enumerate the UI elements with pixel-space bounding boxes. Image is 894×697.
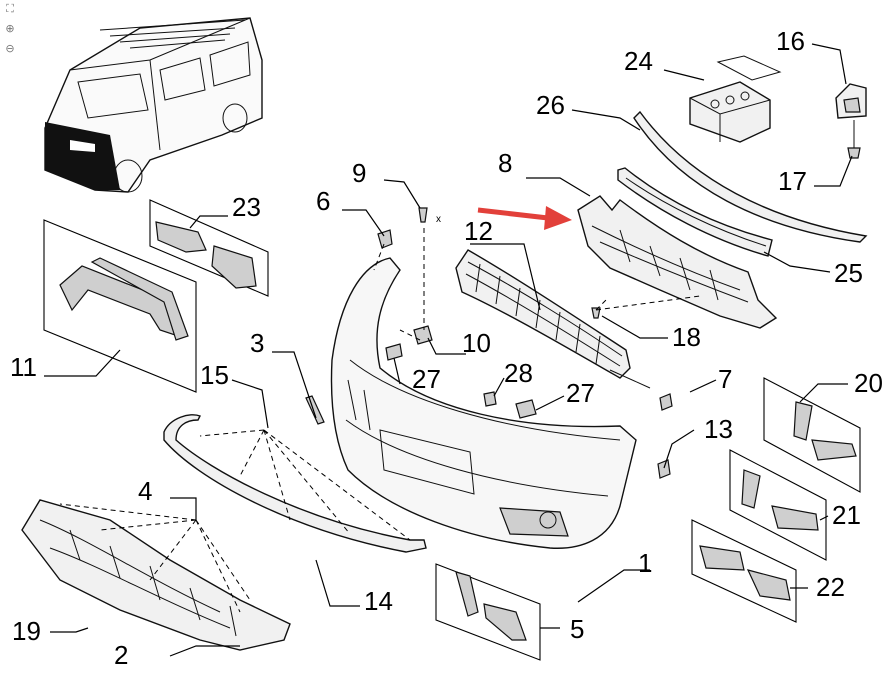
part-9-screw — [418, 207, 428, 223]
callout-16: 16 — [776, 26, 805, 56]
callout-4: 4 — [138, 476, 152, 506]
callout-13: 13 — [704, 414, 733, 444]
part-26-strip — [633, 110, 868, 243]
part-22-bezels — [691, 519, 797, 623]
callout-28: 28 — [504, 358, 533, 388]
callout-27-b: 27 — [566, 378, 595, 408]
part-24-box — [689, 55, 782, 143]
axis-mark: x — [436, 214, 441, 225]
part-16-sensor — [835, 83, 867, 159]
callout-11: 11 — [10, 352, 37, 382]
callout-8: 8 — [498, 148, 512, 178]
callout-19: 19 — [12, 616, 41, 646]
callout-14: 14 — [364, 586, 393, 616]
callout-6: 6 — [316, 186, 330, 216]
part-7-clip — [659, 393, 673, 411]
part-5-brackets — [435, 563, 541, 661]
callout-7: 7 — [718, 364, 732, 394]
callout-labels: 1 2 3 4 5 6 7 8 9 10 11 12 13 14 15 16 1… — [10, 26, 883, 670]
part-8-carrier — [577, 195, 778, 329]
part-6-clip — [377, 229, 393, 249]
callout-22: 22 — [816, 572, 845, 602]
part-27-clip-a — [385, 343, 403, 361]
callout-12: 12 — [464, 216, 493, 246]
callout-24: 24 — [624, 46, 653, 76]
callout-18: 18 — [672, 322, 701, 352]
callout-23: 23 — [232, 192, 261, 222]
callout-27-a: 27 — [412, 364, 441, 394]
zoom-out-icon[interactable]: ⊖ — [5, 42, 15, 55]
part-14-lip — [163, 414, 427, 553]
fit-page-icon[interactable]: ⛶ — [6, 2, 14, 15]
leader-lines — [44, 43, 853, 657]
part-23-fog-covers — [149, 199, 269, 297]
red-pointer-arrow — [477, 206, 572, 230]
zoom-in-icon[interactable]: ⊕ — [5, 22, 15, 35]
callout-5: 5 — [570, 614, 584, 644]
part-25-upper-grille — [617, 167, 773, 257]
callout-10: 10 — [462, 328, 491, 358]
part-3-clip — [305, 395, 325, 425]
van-illustration — [44, 17, 263, 193]
callout-1: 1 — [638, 548, 652, 578]
part-13-clip — [657, 459, 671, 479]
part-28-clip — [483, 391, 497, 407]
callout-20: 20 — [854, 368, 883, 398]
part-2-undershield — [21, 499, 291, 651]
part-20-bezels — [763, 377, 861, 493]
callout-3: 3 — [250, 328, 264, 358]
part-1-bumper — [330, 257, 637, 549]
callout-17: 17 — [778, 166, 807, 196]
part-12-grille — [455, 249, 651, 389]
callout-26: 26 — [536, 90, 565, 120]
callout-15: 15 — [200, 360, 229, 390]
callout-21: 21 — [832, 500, 861, 530]
part-27-clip-b — [515, 399, 537, 419]
assembly-lines — [59, 228, 701, 613]
part-11-brackets — [43, 219, 197, 393]
callout-9: 9 — [352, 158, 366, 188]
part-21-bezels — [729, 449, 827, 561]
callout-2: 2 — [114, 640, 128, 670]
callout-25: 25 — [834, 258, 863, 288]
